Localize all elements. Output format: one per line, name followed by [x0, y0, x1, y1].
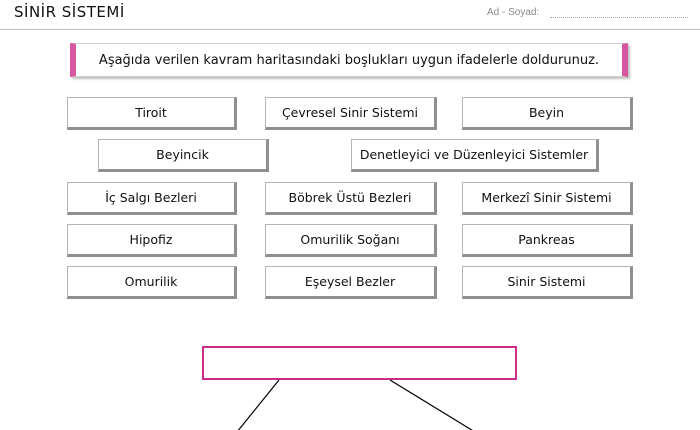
term-card-hipofiz[interactable]: Hipofiz [67, 224, 237, 257]
term-card-bobrek-ustu-bezleri[interactable]: Böbrek Üstü Bezleri [265, 182, 437, 215]
term-card-cevresel-sinir-sistemi[interactable]: Çevresel Sinir Sistemi [265, 97, 437, 130]
name-label: Ad - Soyad: [487, 7, 540, 18]
term-card-denetleyici-ve-duzenleyici-sistemler[interactable]: Denetleyici ve Düzenleyici Sistemler [351, 139, 599, 172]
header-divider [0, 29, 700, 30]
page-title: SİNİR SİSTEMİ [14, 3, 125, 21]
term-card-ic-salgi-bezleri[interactable]: İç Salgı Bezleri [67, 182, 237, 215]
connector-line-right [389, 379, 473, 430]
term-card-tiroit[interactable]: Tiroit [67, 97, 237, 130]
connector-line-left [237, 379, 280, 430]
term-card-omurilik[interactable]: Omurilik [67, 266, 237, 299]
term-card-pankreas[interactable]: Pankreas [462, 224, 633, 257]
term-card-beyin[interactable]: Beyin [462, 97, 633, 130]
instruction-box: Aşağıda verilen kavram haritasındaki boş… [70, 43, 628, 77]
term-card-omurilik-soganı[interactable]: Omurilik Soğanı [265, 224, 437, 257]
name-input-line[interactable] [550, 17, 688, 18]
instruction-text: Aşağıda verilen kavram haritasındaki boş… [98, 52, 600, 68]
term-card-eseysel-bezler[interactable]: Eşeysel Bezler [265, 266, 437, 299]
concept-map-answer-box[interactable] [202, 346, 517, 380]
term-card-sinir-sistemi[interactable]: Sinir Sistemi [462, 266, 633, 299]
term-card-beyincik[interactable]: Beyincik [98, 139, 269, 172]
term-card-merkezi-sinir-sistemi[interactable]: Merkezî Sinir Sistemi [462, 182, 633, 215]
